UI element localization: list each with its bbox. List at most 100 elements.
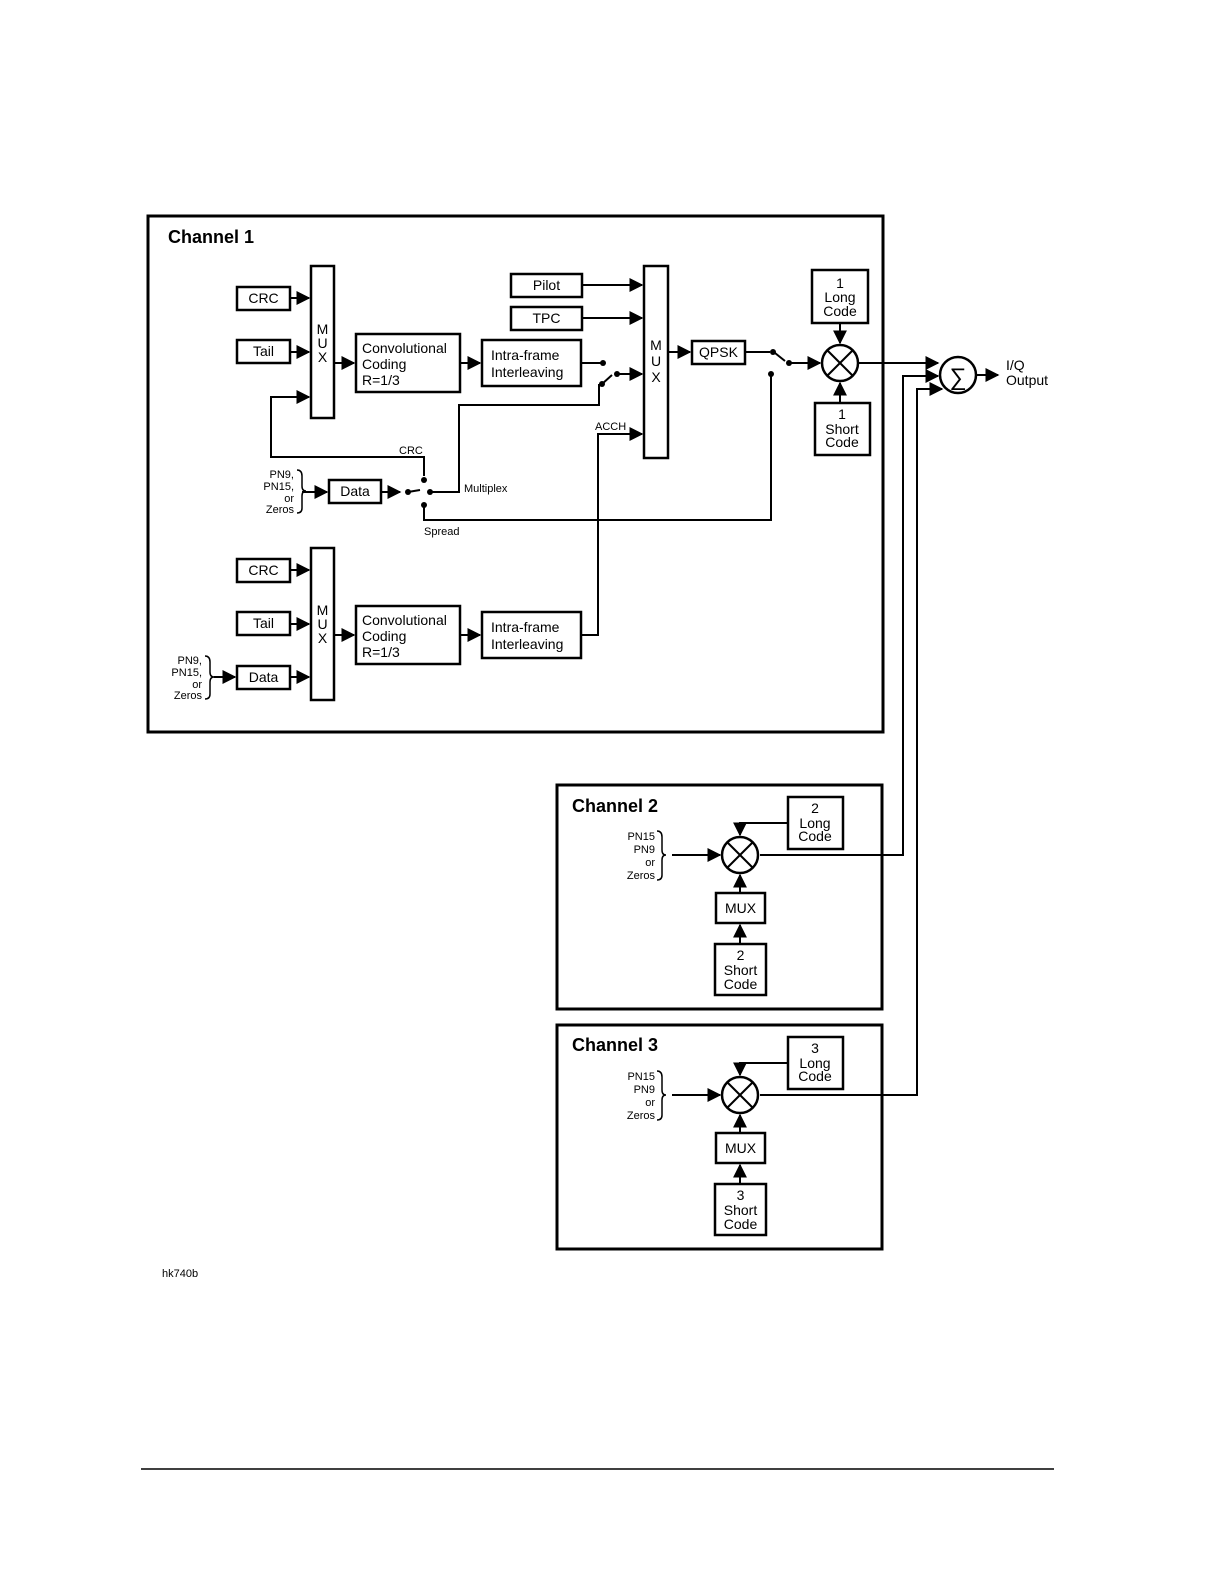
ch2-long-line1: 2 [811, 800, 819, 816]
ch2-long-line3: Code [798, 828, 832, 844]
ch2-mux-block: MUX [714, 891, 767, 925]
ch1-short-code-line3: Code [825, 434, 859, 450]
ch1-lower-source-label: PN9, PN15, or Zeros [171, 655, 215, 702]
ch1-upper-mux-u: U [317, 335, 327, 351]
tpc-label: TPC [533, 310, 561, 326]
ch1-upper-interleave-line2: Interleaving [491, 364, 563, 380]
ch1-upper-mux-block: M U X [309, 264, 336, 420]
channel1-frame [146, 214, 885, 734]
acch-label: ACCH [595, 421, 626, 433]
ch1-upper-conv-line1: Convolutional [362, 340, 447, 356]
ch1-upper-crc-label: CRC [248, 290, 278, 306]
ch1-long-code-line3: Code [823, 303, 857, 319]
ch3-long-code-block: 3 Long Code [786, 1035, 845, 1091]
ch1-lower-crc-label: CRC [248, 562, 278, 578]
ch1-upper-mux-x: X [318, 349, 328, 365]
ch3-long-line3: Code [798, 1068, 832, 1084]
ch2-long-code-block: 2 Long Code [786, 795, 845, 851]
ch2-short-line2: Short [724, 962, 758, 978]
ch1-lower-mux-m: M [317, 602, 329, 618]
ch2-to-summer-wire [760, 369, 940, 856]
ch1-lower-mux-u: U [317, 616, 327, 632]
ch1-long-code-line1: 1 [836, 275, 844, 291]
ch2-src-line2: PN9 [634, 844, 655, 856]
ch2-src-line3: or [645, 857, 655, 869]
ch1-lower-mux-x: X [318, 630, 328, 646]
ch1-short-code-line1: 1 [838, 406, 846, 422]
ch1-data-block: Data [327, 478, 383, 505]
figure-id: hk740b [162, 1268, 198, 1280]
ch1-src-line2: PN15, [263, 481, 294, 493]
ch1-upper-tail-block: Tail [235, 338, 292, 365]
ch1-upper-conv-line3: R=1/3 [362, 372, 400, 388]
ch1-upper-conv-coding-block: Convolutional Coding R=1/3 [354, 332, 462, 394]
ch1-lower-src-line2: PN15, [171, 667, 202, 679]
ch1-lower-interleave-line1: Intra-frame [491, 619, 560, 635]
ch2-src-brace [656, 830, 667, 881]
ch3-src-line3: or [645, 1097, 655, 1109]
ch2-short-line1: 2 [737, 947, 745, 963]
ch3-mux-label: MUX [725, 1140, 757, 1156]
ch1-lower-tail-block: Tail [235, 610, 292, 637]
ch3-src-line4: Zeros [627, 1110, 656, 1122]
ch1-upper-mux-m: M [317, 321, 329, 337]
ch2-multiplier-icon [720, 835, 760, 875]
channel2-frame [555, 783, 884, 1011]
summer-symbol: ∑ [949, 364, 966, 391]
ch1-long-code-block: 1 Long Code [810, 268, 870, 325]
output-label-line2: Output [1006, 372, 1048, 388]
ch1-lower-src-brace [204, 655, 215, 700]
ch1-lower-interleave-line2: Interleaving [491, 636, 563, 652]
pilot-block: Pilot [509, 272, 584, 299]
output-label-line1: I/Q [1006, 357, 1025, 373]
ch1-lower-src-line1: PN9, [178, 655, 202, 667]
switch-crc-label: CRC [399, 445, 423, 457]
channel1-title: Channel 1 [168, 227, 254, 247]
ch1-lower-mux-block: M U X [309, 546, 336, 702]
ch2-src-line4: Zeros [627, 870, 656, 882]
ch3-short-line3: Code [724, 1216, 758, 1232]
switch-multiplex-label: Multiplex [464, 483, 508, 495]
ch3-long-line1: 3 [811, 1040, 819, 1056]
ch1-main-mux-m: M [650, 337, 662, 353]
ch1-long-code-line2: Long [824, 289, 855, 305]
ch1-lower-conv-coding-block: Convolutional Coding R=1/3 [354, 604, 462, 666]
ch1-lower-tail-label: Tail [253, 615, 274, 631]
ch3-src-line2: PN9 [634, 1084, 655, 1096]
ch1-lower-data-block: Data [235, 664, 292, 691]
pilot-label: Pilot [533, 277, 560, 293]
ch2-source-label: PN15 PN9 or Zeros [627, 830, 667, 882]
summer-icon: ∑ [938, 355, 978, 395]
ch1-lower-data-label: Data [249, 669, 279, 685]
ch1-upper-interleave-line1: Intra-frame [491, 347, 560, 363]
ch1-main-mux-block: M U X [642, 264, 670, 460]
channel3-frame [555, 1023, 884, 1251]
ch3-to-summer-wire [760, 382, 944, 1096]
qpsk-block: QPSK [690, 339, 747, 366]
ch1-short-code-line2: Short [825, 421, 859, 437]
ch1-data-source-label: PN9, PN15, or Zeros [263, 469, 307, 516]
tpc-block: TPC [509, 305, 584, 332]
ch1-src-line3: or [284, 493, 294, 505]
ch1-data-label: Data [340, 483, 370, 499]
ch1-lower-conv-line1: Convolutional [362, 612, 447, 628]
ch1-upper-crc-block: CRC [235, 285, 292, 312]
ch2-mux-label: MUX [725, 900, 757, 916]
ch3-short-line1: 3 [737, 1187, 745, 1203]
ch1-src-line4: Zeros [266, 504, 295, 516]
ch1-main-mux-u: U [651, 353, 661, 369]
ch2-short-line3: Code [724, 976, 758, 992]
ch1-upper-conv-line2: Coding [362, 356, 406, 372]
ch2-src-line1: PN15 [627, 831, 655, 843]
ch3-long-line2: Long [799, 1055, 830, 1071]
ch1-multiplier-icon [820, 343, 860, 383]
channel3-title: Channel 3 [572, 1035, 658, 1055]
switch-spread-label: Spread [424, 526, 459, 538]
ch1-lower-src-line3: or [192, 679, 202, 691]
ch1-short-code-block: 1 Short Code [813, 401, 872, 457]
channel2-title: Channel 2 [572, 796, 658, 816]
ch3-multiplier-icon [720, 1075, 760, 1115]
ch1-wires [214, 278, 940, 684]
qpsk-label: QPSK [699, 344, 739, 360]
